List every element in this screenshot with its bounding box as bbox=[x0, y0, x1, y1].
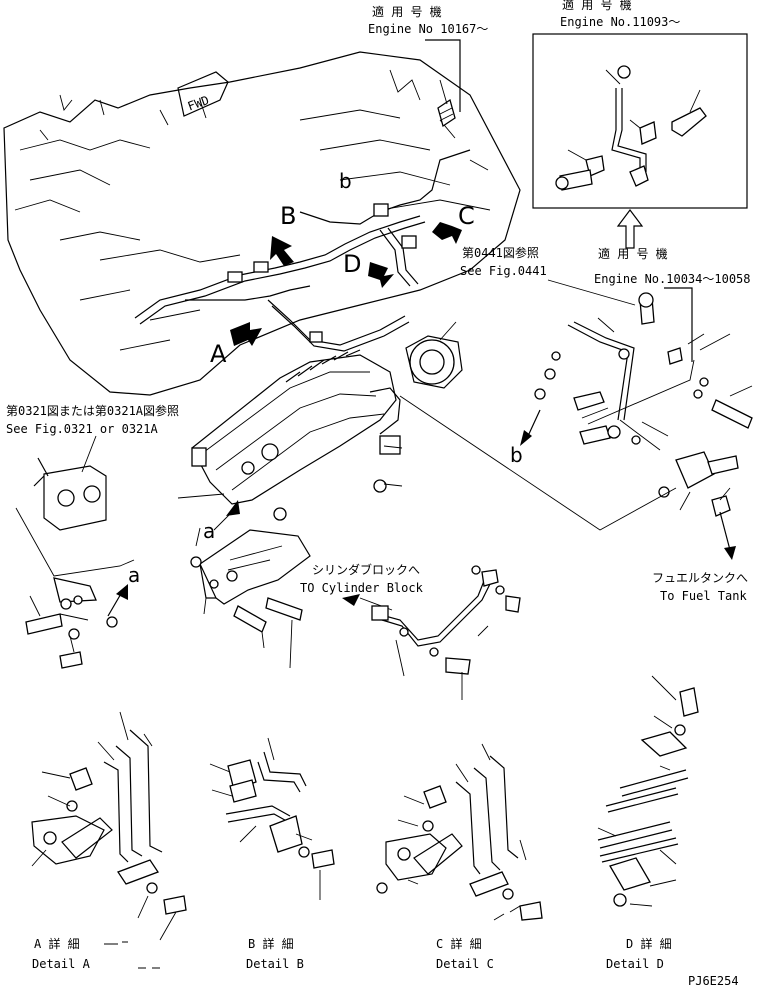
applic-2-jp: 適 用 号 機 bbox=[562, 0, 632, 12]
applic-2-parts bbox=[555, 65, 707, 191]
detail-c-drawing bbox=[376, 743, 543, 921]
pump-bracket bbox=[190, 507, 311, 669]
cyl-en: TO Cylinder Block bbox=[300, 581, 424, 595]
view-b-label: B bbox=[280, 202, 296, 230]
applic-3-en: Engine No.10034～10058 bbox=[594, 272, 751, 286]
fig0321-leader bbox=[81, 435, 97, 473]
tank-en: To Fuel Tank bbox=[660, 589, 747, 603]
cyl-jp: シリンダブロックへ bbox=[312, 562, 420, 577]
fuel-filter-bracket-parts bbox=[520, 287, 753, 517]
tank-jp: フュエルタンクへ bbox=[652, 571, 748, 585]
detail-a-dashes bbox=[104, 941, 160, 969]
detail-c-en: Detail C bbox=[436, 957, 494, 971]
drawing-number: PJ6E254 bbox=[688, 974, 739, 988]
leaders-mid bbox=[177, 321, 457, 547]
view-d-label: D bbox=[343, 250, 361, 278]
engine-block-outline bbox=[3, 51, 521, 396]
forward-arrow-icon: FWD bbox=[177, 71, 229, 117]
injection-pump bbox=[191, 349, 401, 505]
detail-c-jp: C 詳 細 bbox=[436, 936, 482, 951]
fuel-tank-leader bbox=[719, 511, 731, 551]
view-arrow-c-icon bbox=[432, 222, 462, 244]
filter-head-left bbox=[15, 457, 135, 669]
connector-line bbox=[399, 395, 677, 531]
applic-1-bracket bbox=[425, 39, 461, 128]
ref-b-right-label: b bbox=[510, 443, 523, 467]
applic-2-en: Engine No.11093～ bbox=[560, 15, 680, 29]
detail-d-drawing bbox=[597, 675, 699, 907]
detail-d-jp: D 詳 細 bbox=[626, 936, 672, 951]
view-a-label: A bbox=[210, 340, 227, 368]
detail-a-jp: A 詳 細 bbox=[34, 936, 80, 951]
fig0441-en: See Fig.0441 bbox=[460, 264, 547, 278]
ref-a-leader bbox=[213, 509, 235, 531]
detail-d-en: Detail D bbox=[606, 957, 664, 971]
ref-a-arrow-icon bbox=[226, 500, 240, 516]
detail-a-drawing bbox=[31, 711, 187, 941]
up-arrow-icon bbox=[616, 209, 644, 249]
applic-1-jp: 適 用 号 機 bbox=[372, 4, 442, 19]
detail-b-en: Detail B bbox=[246, 957, 304, 971]
fig0321-en: See Fig.0321 or 0321A bbox=[6, 422, 158, 436]
detail-a-en: Detail A bbox=[32, 957, 91, 971]
view-c-label: C bbox=[458, 202, 475, 230]
detail-b-jp: B 詳 細 bbox=[248, 936, 294, 951]
view-arrow-a-icon bbox=[230, 322, 262, 346]
applic-3-jp: 適 用 号 機 bbox=[598, 246, 668, 261]
pump-gear-cover bbox=[405, 335, 463, 389]
cyl-pipe-parts bbox=[371, 565, 521, 700]
view-arrow-b-icon bbox=[270, 236, 294, 266]
fuel-tank-arrow-icon bbox=[724, 546, 736, 560]
ref-b-small-label: b bbox=[339, 169, 352, 193]
detail-b-drawing bbox=[209, 737, 335, 900]
fwd-label: FWD bbox=[186, 93, 211, 114]
fig0321-jp: 第0321図または第0321A図参照 bbox=[6, 403, 179, 418]
ref-a-top-label: a bbox=[203, 519, 215, 543]
fig0441-leader bbox=[547, 279, 636, 306]
cyl-arrow-icon bbox=[342, 594, 360, 606]
ref-a-left-label: a bbox=[128, 563, 140, 587]
fig0441-jp: 第0441図参照 bbox=[462, 245, 539, 260]
view-arrow-d-icon bbox=[368, 262, 394, 288]
applic-2-box bbox=[532, 33, 748, 209]
applic-1-en: Engine No 10167～ bbox=[368, 22, 488, 36]
